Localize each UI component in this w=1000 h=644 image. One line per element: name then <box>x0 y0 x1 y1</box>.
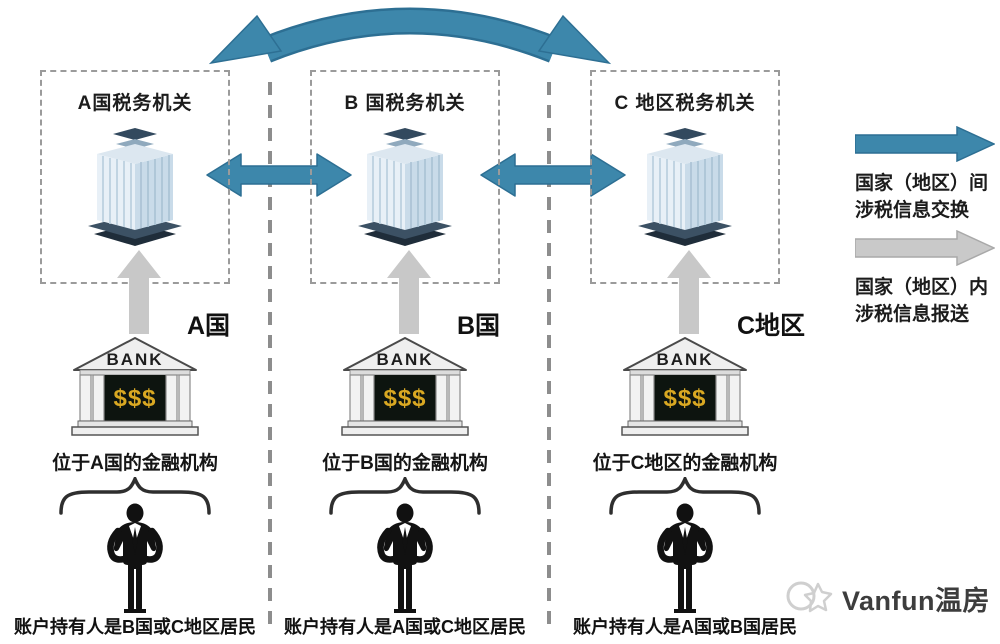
column-country-b: B 国税务机关 B国 BANK $$$ 位于B国的金融机构 账户持有人是A国或C… <box>275 0 535 644</box>
legend-report-label: 国家（地区）内 涉税信息报送 <box>855 274 1000 328</box>
bank-icon: BANK $$$ <box>341 337 469 436</box>
office-building-icon <box>357 127 453 247</box>
legend-exchange-arrow-icon <box>855 126 995 162</box>
maple-leaf-logo-icon <box>786 581 833 613</box>
country-label: A国 <box>187 312 231 340</box>
legend: 国家（地区）间 涉税信息交换 国家（地区）内 涉税信息报送 <box>855 126 1000 334</box>
bank-sign-text: BANK <box>376 350 433 369</box>
office-building-icon <box>637 127 733 247</box>
report-up-arrow-icon <box>117 250 161 334</box>
bank-money-text: $$$ <box>383 385 426 412</box>
bank-sign-text: BANK <box>106 350 163 369</box>
bank-icon: BANK $$$ <box>621 337 749 436</box>
column-country-a: A国税务机关 A国 BANK $$$ 位于A国的金融机构 账户持有人是B国或C地… <box>5 0 265 644</box>
bank-money-text: $$$ <box>113 385 156 412</box>
legend-exchange-line2: 涉税信息交换 <box>855 200 970 221</box>
account-holder-label: 账户持有人是A国或C地区居民 <box>284 617 526 637</box>
legend-report-line2: 涉税信息报送 <box>855 304 970 325</box>
watermark: Vanfun温房 <box>782 572 990 624</box>
legend-exchange-label: 国家（地区）间 涉税信息交换 <box>855 170 1000 224</box>
column-region-c: C 地区税务机关 C地区 BANK $$$ 位于C地区的金融机构 账户持有人是A… <box>555 0 815 644</box>
institution-label: 位于C地区的金融机构 <box>592 453 778 474</box>
report-up-arrow-icon <box>667 250 711 334</box>
legend-report-arrow-icon <box>855 230 995 266</box>
country-label: C地区 <box>737 312 806 340</box>
bank-sign-text: BANK <box>656 350 713 369</box>
account-holder-person-icon <box>653 503 717 615</box>
watermark-text: Vanfun温房 <box>842 585 991 616</box>
tax-authority-label: A国税务机关 <box>77 93 193 114</box>
column-separator-ab <box>268 82 272 630</box>
country-label: B国 <box>457 312 501 340</box>
bank-money-text: $$$ <box>663 385 706 412</box>
column-separator-bc <box>547 82 551 630</box>
legend-report-line1: 国家（地区）内 <box>855 277 989 298</box>
bank-icon: BANK $$$ <box>71 337 199 436</box>
institution-label: 位于B国的金融机构 <box>322 453 488 474</box>
account-holder-label: 账户持有人是A国或B国居民 <box>573 617 797 637</box>
account-holder-label: 账户持有人是B国或C地区居民 <box>14 617 256 637</box>
legend-exchange-line1: 国家（地区）间 <box>855 173 989 194</box>
tax-authority-label: C 地区税务机关 <box>614 93 756 114</box>
tax-authority-label: B 国税务机关 <box>344 93 466 114</box>
report-up-arrow-icon <box>387 250 431 334</box>
top-exchange-curved-arrow-icon <box>208 7 612 65</box>
office-building-icon <box>87 127 183 247</box>
account-holder-person-icon <box>373 503 437 615</box>
account-holder-person-icon <box>103 503 167 615</box>
institution-label: 位于A国的金融机构 <box>52 453 218 474</box>
